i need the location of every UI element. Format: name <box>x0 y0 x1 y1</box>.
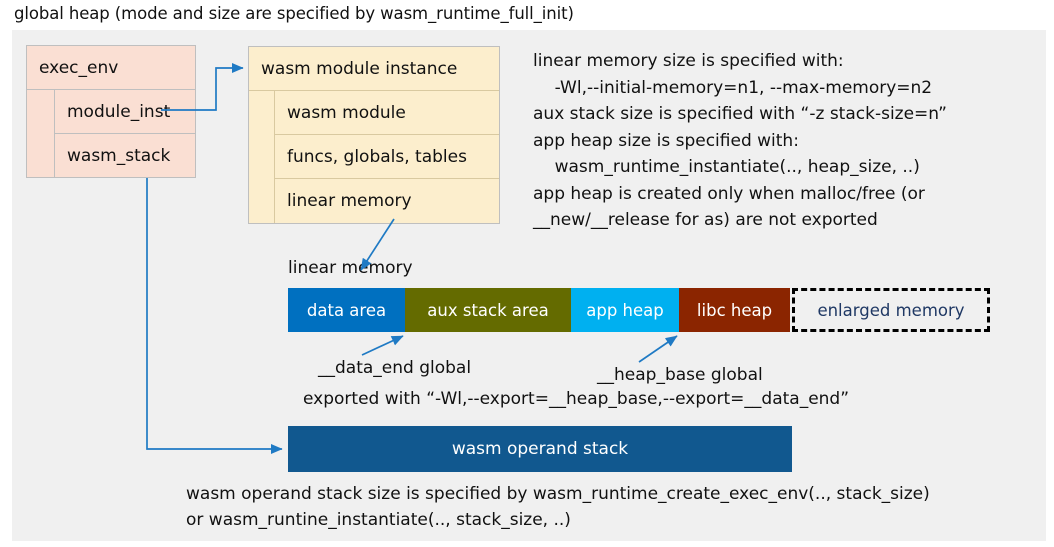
exec-env-field-wasm-stack: wasm_stack <box>67 145 171 166</box>
exec-env-title: exec_env <box>27 46 195 90</box>
memory-segment-libc-heap: libc heap <box>679 288 790 332</box>
wasm-module-instance-gutter <box>249 91 275 223</box>
wasm-module-instance-box: wasm module instance wasm module funcs, … <box>248 46 500 224</box>
data-end-annotation: __data_end global <box>318 358 472 378</box>
linear-memory-label: linear memory <box>288 258 413 278</box>
wasm-module-instance-title: wasm module instance <box>249 47 499 91</box>
page-title: global heap (mode and size are specified… <box>14 4 574 23</box>
operand-stack-notes: wasm operand stack size is specified by … <box>186 484 930 530</box>
memory-segment-data-area: data area <box>288 288 405 332</box>
wmi-field-funcs-globals-tables: funcs, globals, tables <box>275 135 499 179</box>
configuration-notes: linear memory size is specified with: -W… <box>533 51 947 230</box>
memory-segment-enlarged-memory: enlarged memory <box>792 288 990 332</box>
exec-env-gutter <box>27 90 55 177</box>
wmi-field-wasm-module: wasm module <box>275 91 499 135</box>
heap-base-annotation: __heap_base global <box>597 365 763 385</box>
exec-env-box: exec_env module_inst wasm_stack <box>26 45 196 178</box>
wasm-operand-stack-box: wasm operand stack <box>288 426 792 472</box>
exported-with-annotation: exported with “-Wl,--export=__heap_base,… <box>303 389 850 409</box>
exec-env-field-module-inst: module_inst <box>55 90 195 134</box>
memory-segment-app-heap: app heap <box>571 288 679 332</box>
memory-segment-aux-stack-area: aux stack area <box>405 288 571 332</box>
wmi-field-linear-memory: linear memory <box>287 191 412 211</box>
